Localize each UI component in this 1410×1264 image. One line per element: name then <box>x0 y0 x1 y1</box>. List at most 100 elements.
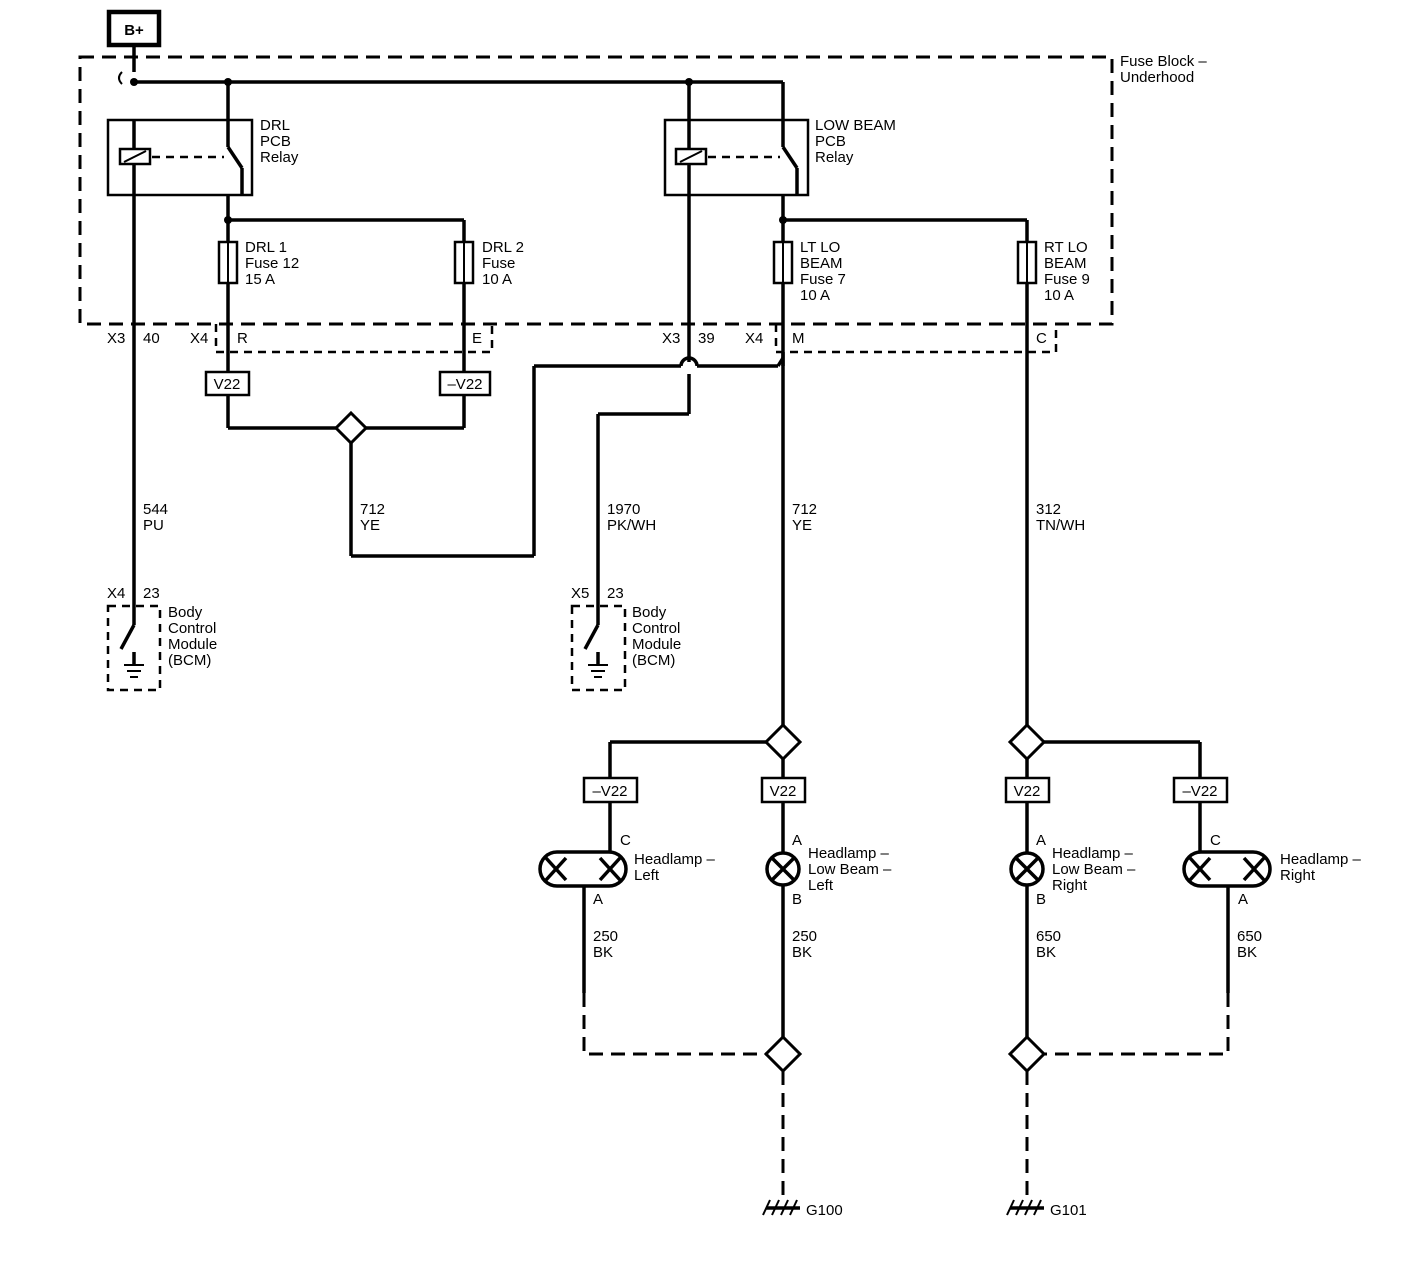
fuse-rt-lo-beam: RT LO BEAM Fuse 9 10 A <box>1016 239 1090 304</box>
wire-1970-circuit: 1970 <box>607 501 640 518</box>
svg-text:A: A <box>1238 891 1248 908</box>
wire-650b-circuit: 650 <box>1237 928 1262 945</box>
wire-650a-color: BK <box>1036 944 1056 961</box>
conn-x4-m-conn: X4 <box>745 330 763 347</box>
conn-x4-c-pin: C <box>1036 330 1047 347</box>
ground-g101: G101 <box>1050 1202 1087 1219</box>
svg-text:23: 23 <box>143 585 160 602</box>
svg-text:V22: V22 <box>1014 783 1041 800</box>
option-nv22-drl2: –V22 <box>438 370 492 397</box>
conn-x3-39-conn: X3 <box>662 330 680 347</box>
fuse-drl1-label-1: DRL 1 <box>245 239 287 256</box>
headlamp-right-label-1: Headlamp – <box>1280 851 1362 868</box>
svg-text:B: B <box>1036 891 1046 908</box>
fuse-lt-lo-label-2: BEAM <box>800 255 843 272</box>
bcm2-label-2: Control <box>632 620 680 637</box>
fuse-block-title: Fuse Block – <box>1120 53 1207 70</box>
fuse-rt-lo-label-2: BEAM <box>1044 255 1087 272</box>
headlamp-left-label-1: Headlamp – <box>634 851 716 868</box>
ground-network-left: G100 <box>582 993 843 1219</box>
svg-text:A: A <box>792 832 802 849</box>
fuse-block-outline <box>78 55 1114 326</box>
svg-text:A: A <box>593 891 603 908</box>
wire-544-circuit: 544 <box>143 501 168 518</box>
fuse-drl1-label-2: Fuse 12 <box>245 255 299 272</box>
svg-text:C: C <box>620 832 631 849</box>
wire-650a-circuit: 650 <box>1036 928 1061 945</box>
wire-712a-circuit: 712 <box>360 501 385 518</box>
low-beam-right-label-2: Low Beam – <box>1052 861 1136 878</box>
wire-1970-color: PK/WH <box>607 517 656 534</box>
fuse-drl1-label-3: 15 A <box>245 271 275 288</box>
right-headlamp-splice <box>1007 722 1202 778</box>
headlamp-right: C A Headlamp – Right <box>1182 802 1362 993</box>
conn-x4-e-pin: E <box>472 330 482 347</box>
x4-connector-right <box>774 324 1058 354</box>
wire-712a-color: YE <box>360 517 380 534</box>
svg-text:A: A <box>1036 832 1046 849</box>
option-v22-low-left: V22 <box>760 776 807 804</box>
drl-merge <box>226 356 785 558</box>
bcm1-label-2: Control <box>168 620 216 637</box>
power-bus <box>118 45 785 120</box>
fuse-drl2-label-3: 10 A <box>482 271 512 288</box>
conn-x3-40-pin: 40 <box>143 330 160 347</box>
drl-splice <box>333 410 369 446</box>
wire-312-color: TN/WH <box>1036 517 1085 534</box>
low-beam-relay-label-2: PCB <box>815 133 846 150</box>
fuse-rt-lo-label-4: 10 A <box>1044 287 1074 304</box>
headlamp-low-beam-left: A B Headlamp – Low Beam – Left <box>765 802 892 1040</box>
bcm-module-2: X5 23 Body Control Module (BCM) <box>570 585 681 692</box>
fuse-rt-lo-label-3: Fuse 9 <box>1044 271 1090 288</box>
low-beam-fuse-feed <box>779 195 1029 242</box>
fuse-block-subtitle: Underhood <box>1120 69 1194 86</box>
svg-text:–V22: –V22 <box>592 783 627 800</box>
headlamp-low-beam-right: A B Headlamp – Low Beam – Right <box>1009 802 1136 1040</box>
low-beam-relay-label-3: Relay <box>815 149 854 166</box>
low-beam-relay-label-1: LOW BEAM <box>815 117 896 134</box>
drl-fuse-feed <box>224 195 466 242</box>
drl-relay: DRL PCB Relay <box>106 117 299 197</box>
wire-250b-color: BK <box>792 944 812 961</box>
fuse-lt-lo-label-4: 10 A <box>800 287 830 304</box>
drl-relay-label-3: Relay <box>260 149 299 166</box>
wire-250a-circuit: 250 <box>593 928 618 945</box>
conn-x4-r-conn: X4 <box>190 330 208 347</box>
conn-x3-40-conn: X3 <box>107 330 125 347</box>
battery-label: B+ <box>124 22 144 39</box>
low-beam-right-label-1: Headlamp – <box>1052 845 1134 862</box>
fuse-outputs <box>132 195 1029 725</box>
low-beam-right-label-3: Right <box>1052 877 1088 894</box>
wire-544-color: PU <box>143 517 164 534</box>
svg-text:C: C <box>1210 832 1221 849</box>
fuse-rt-lo-label-1: RT LO <box>1044 239 1088 256</box>
bcm2-label-1: Body <box>632 604 667 621</box>
fuse-drl2: DRL 2 Fuse 10 A <box>453 239 524 288</box>
headlamp-left: C A Headlamp – Left <box>538 802 716 993</box>
svg-text:V22: V22 <box>214 376 241 393</box>
svg-text:V22: V22 <box>770 783 797 800</box>
low-beam-left-label-2: Low Beam – <box>808 861 892 878</box>
conn-x4-r-pin: R <box>237 330 248 347</box>
wire-1970 <box>596 374 691 600</box>
bcm2-label-3: Module <box>632 636 681 653</box>
option-v22-low-right: V22 <box>1004 776 1051 804</box>
ground-network-right: G101 <box>1006 993 1230 1219</box>
wire-712b-color: YE <box>792 517 812 534</box>
fuse-drl2-label-2: Fuse <box>482 255 515 272</box>
wire-712b-circuit: 712 <box>792 501 817 518</box>
drl-relay-label-2: PCB <box>260 133 291 150</box>
wire-250a-color: BK <box>593 944 613 961</box>
left-headlamp-splice <box>608 722 803 778</box>
ground-g100: G100 <box>806 1202 843 1219</box>
conn-x3-39-pin: 39 <box>698 330 715 347</box>
wire-250b-circuit: 250 <box>792 928 817 945</box>
battery-terminal: B+ <box>106 9 162 48</box>
bcm1-label-1: Body <box>168 604 203 621</box>
low-beam-relay: LOW BEAM PCB Relay <box>663 117 896 197</box>
x4-connector-left <box>214 324 494 354</box>
fuse-lt-lo-label-3: Fuse 7 <box>800 271 846 288</box>
svg-text:X5: X5 <box>571 585 589 602</box>
bcm-module-1: X4 23 Body Control Module (BCM) <box>106 585 217 692</box>
